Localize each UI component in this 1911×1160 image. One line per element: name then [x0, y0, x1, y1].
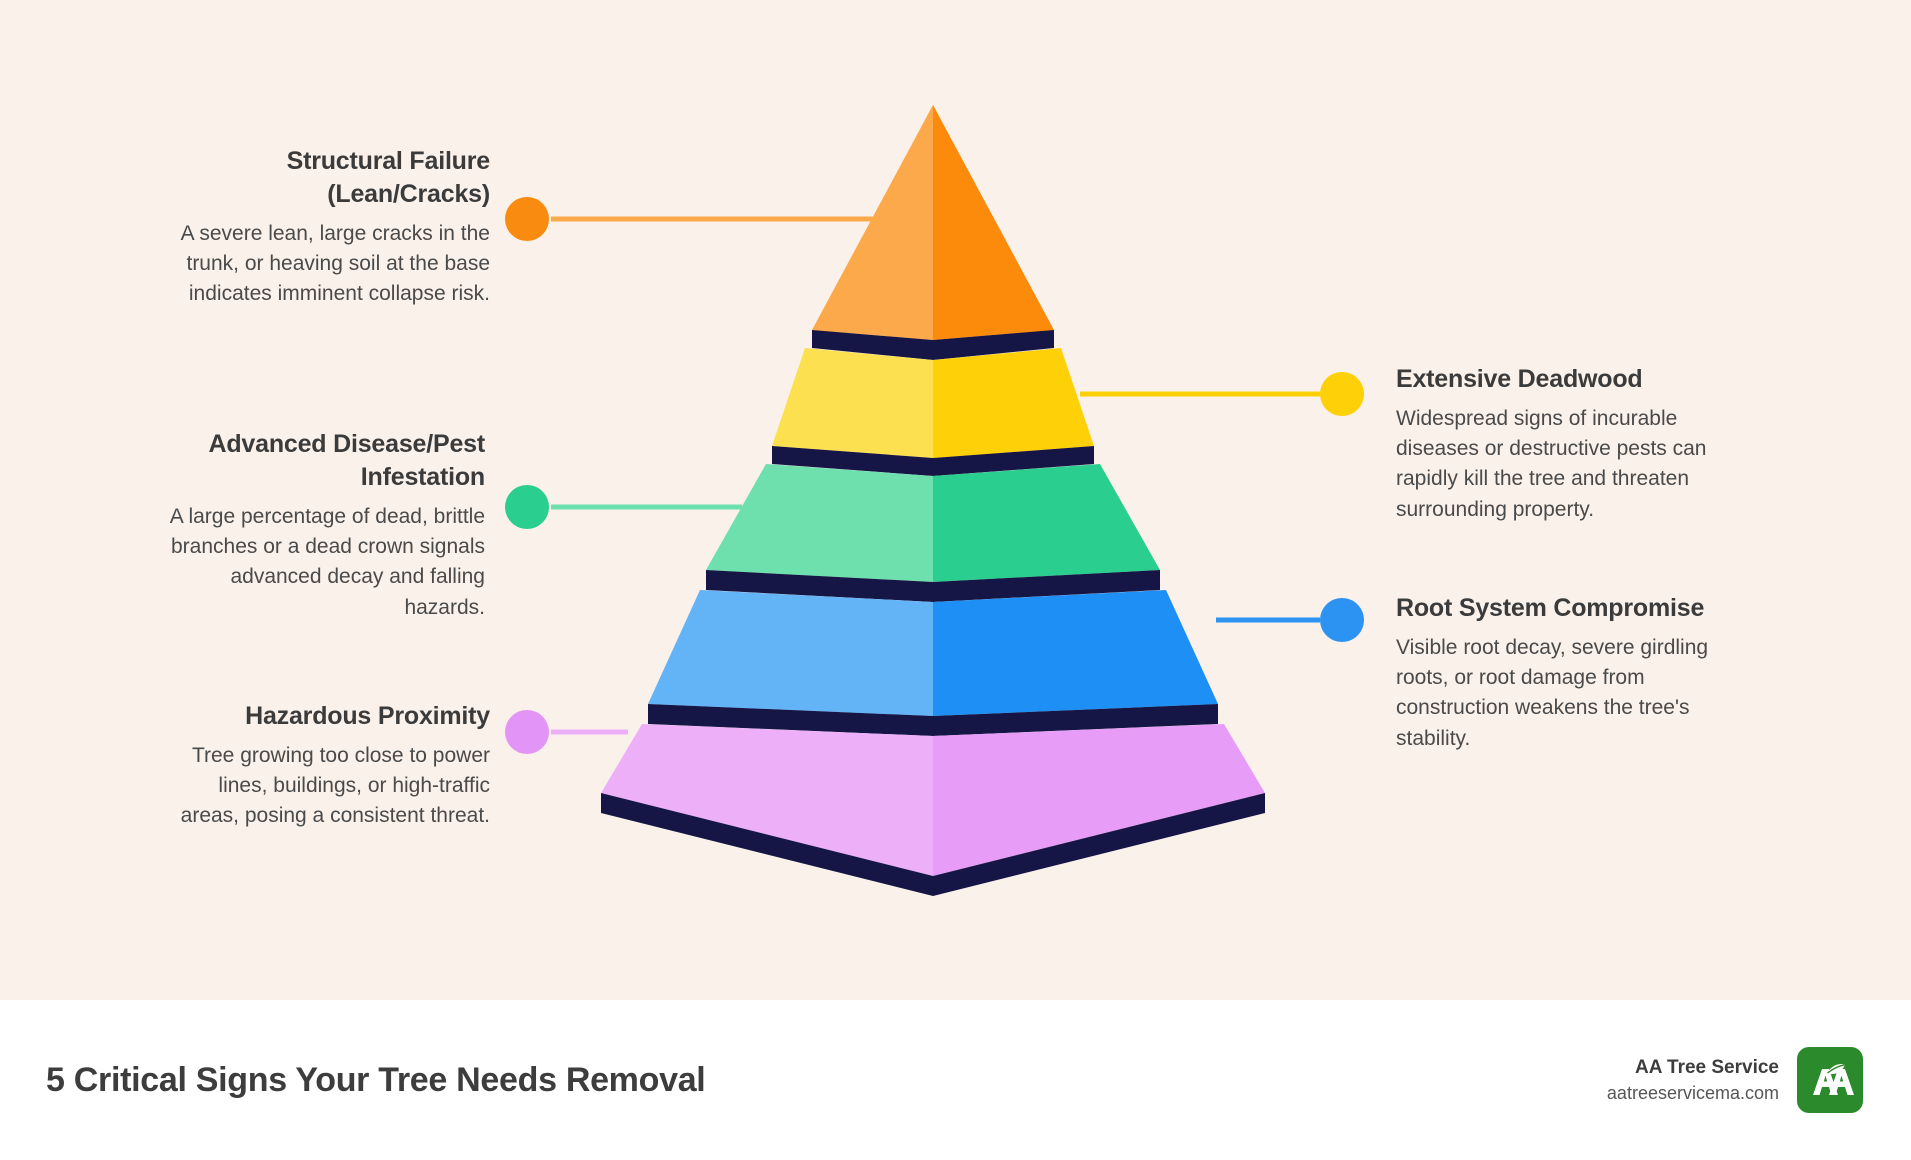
pyramid-tier-4: [648, 590, 1218, 736]
callout-structural-failure[interactable]: Structural Failure (Lean/Cracks) A sever…: [160, 145, 491, 310]
aa-leaf-logo-icon: [1813, 1063, 1854, 1095]
callout-title: Extensive Deadwood: [1396, 365, 1643, 393]
tier-4-right: [933, 590, 1218, 716]
connector-dot-4[interactable]: [1320, 598, 1364, 642]
pyramid-tier-5: [601, 724, 1265, 896]
pyramid-tier-3: [706, 464, 1160, 602]
tier-2-left: [772, 348, 933, 458]
tier-1-right: [933, 105, 1054, 340]
connector-dot-5[interactable]: [505, 710, 549, 754]
callout-title: Root System Compromise: [1396, 594, 1705, 622]
tier-2-right: [933, 348, 1094, 458]
tier-5-base-band: [601, 793, 1265, 896]
tier-3-band: [706, 570, 1160, 602]
brand-block[interactable]: AA Tree Service aatreeservicema.com: [1607, 1047, 1863, 1113]
callout-root-system-compromise[interactable]: Root System Compromise Visible root deca…: [1396, 592, 1726, 754]
tier-4-left: [648, 590, 933, 716]
callout-title: Advanced Disease/Pest Infestation: [155, 428, 485, 494]
tier-5-left: [601, 724, 933, 876]
tier-5-right: [933, 724, 1265, 876]
callout-title-line2: (Lean/Cracks): [327, 180, 490, 208]
pyramid-diagram: [505, 105, 1364, 896]
callout-title-line1: Advanced Disease/Pest: [208, 430, 485, 458]
brand-name: AA Tree Service: [1635, 1057, 1779, 1079]
tier-4-band: [648, 704, 1218, 736]
callout-title: Hazardous Proximity: [245, 702, 490, 730]
tier-1-band: [812, 330, 1054, 360]
callout-hazardous-proximity[interactable]: Hazardous Proximity Tree growing too clo…: [160, 700, 491, 832]
callout-title-line2: Infestation: [360, 463, 485, 491]
callout-description: Widespread signs of incurable diseases o…: [1396, 407, 1707, 521]
connector-dot-2[interactable]: [1320, 372, 1364, 416]
callout-extensive-deadwood[interactable]: Extensive Deadwood Widespread signs of i…: [1396, 363, 1726, 525]
brand-logo-icon[interactable]: [1797, 1047, 1863, 1113]
callout-description: Tree growing too close to power lines, b…: [180, 744, 490, 828]
tier-3-right: [933, 464, 1160, 582]
page-title: 5 Critical Signs Your Tree Needs Removal: [46, 1060, 706, 1099]
callout-description: Visible root decay, severe girdling root…: [1396, 636, 1709, 750]
callout-description: A large percentage of dead, brittle bran…: [169, 505, 485, 619]
footer-bar: 5 Critical Signs Your Tree Needs Removal…: [0, 1000, 1911, 1160]
brand-url[interactable]: aatreeservicema.com: [1606, 1082, 1779, 1103]
callout-description: A severe lean, large cracks in the trunk…: [180, 222, 490, 306]
connector-dot-3[interactable]: [505, 485, 549, 529]
callout-advanced-disease-pest[interactable]: Advanced Disease/Pest Infestation A larg…: [155, 428, 485, 623]
pyramid-tier-2: [772, 348, 1094, 476]
tier-2-band: [772, 446, 1094, 476]
brand-text: AA Tree Service aatreeservicema.com: [1607, 1055, 1779, 1105]
callout-title-line1: Structural Failure: [286, 147, 491, 175]
connector-dot-1[interactable]: [505, 197, 549, 241]
tier-1-left: [812, 105, 933, 340]
callout-title: Structural Failure (Lean/Cracks): [160, 145, 491, 211]
tier-3-left: [706, 464, 933, 582]
pyramid-stage: Structural Failure (Lean/Cracks) A sever…: [0, 0, 1911, 1000]
pyramid-tier-1-solid: [812, 105, 1054, 360]
